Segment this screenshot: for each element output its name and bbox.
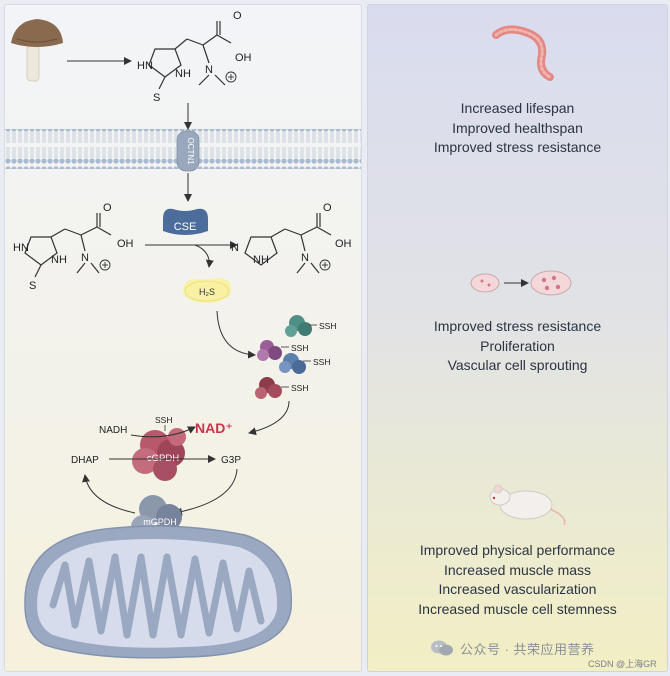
atom-oh-3: OH — [335, 238, 352, 250]
atom-n-4: N — [301, 252, 309, 264]
mouse-outcome-2: Increased muscle mass — [443, 561, 592, 578]
cse-enzyme: CSE — [163, 208, 208, 235]
cell-outcomes: Improved stress resistance Proliferation… — [368, 317, 667, 376]
worm-outcome-3: Improved stress resistance — [433, 139, 602, 155]
mitochondrion-icon — [24, 525, 293, 659]
petri-dish-icon — [470, 270, 572, 296]
worm-outcome-1: Increased lifespan — [460, 100, 575, 116]
hercynine-structure — [244, 213, 332, 274]
atom-nh: NH — [175, 68, 191, 80]
worm-outcomes: Increased lifespan Improved healthspan I… — [368, 99, 667, 158]
worm-outcome-2: Improved healthspan — [452, 119, 583, 136]
mgpdh-label: mGPDH — [143, 517, 177, 527]
atom-n-3: N — [231, 242, 239, 254]
worm-icon — [492, 25, 554, 81]
atom-oh: OH — [235, 52, 252, 64]
watermark-sub: CSDN @上海GR — [588, 659, 657, 669]
organism-illustrations — [470, 25, 572, 526]
protein-maroon-icon — [255, 377, 282, 399]
ssh-tag-3: SSH — [313, 357, 330, 367]
protein-purple-icon — [257, 340, 282, 361]
nad-label: NAD⁺ — [195, 420, 233, 436]
octn1-label: OCTN1 — [186, 137, 195, 165]
atom-n: N — [205, 64, 213, 76]
cell-outcome-3: Vascular cell sprouting — [447, 357, 588, 373]
protein-teal-icon — [285, 315, 312, 337]
atom-hn-2: HN — [13, 242, 29, 254]
mechanism-panel: HN NH S O OH N OCTN1 CSE HN NH S O OH N — [4, 4, 362, 672]
mushroom-icon — [11, 19, 63, 82]
cell-outcome-1: Improved stress resistance — [433, 318, 602, 334]
atom-oh-2: OH — [117, 238, 134, 250]
octn1-transporter: OCTN1 — [176, 130, 200, 172]
mouse-icon — [489, 484, 566, 526]
h2s-label: H₂S — [199, 287, 215, 297]
mouse-outcome-4: Increased muscle cell stemness — [418, 600, 617, 617]
ssh-tag-2: SSH — [291, 343, 308, 353]
atom-hn: HN — [137, 60, 153, 72]
cgpdh-ssh: SSH — [155, 415, 172, 425]
ssh-tag-4: SSH — [291, 383, 308, 393]
cgpdh-enzyme: cGPDH — [132, 428, 186, 481]
watermark: 公众号 · 共荣应用营养 — [430, 637, 660, 659]
dhap-label: DHAP — [71, 455, 99, 466]
atom-o-3: O — [323, 202, 332, 214]
cse-label: CSE — [174, 221, 197, 233]
protein-blue-icon — [279, 353, 306, 374]
h2s-cloud: H₂S — [183, 278, 231, 303]
mouse-outcomes: Improved physical performance Increased … — [368, 541, 667, 619]
atom-n-2: N — [81, 252, 89, 264]
atom-o-2: O — [103, 202, 112, 214]
atom-s-2: S — [29, 280, 36, 292]
ergothioneine-structure — [148, 21, 237, 90]
atom-nh-3: NH — [253, 254, 269, 266]
mouse-outcome-1: Improved physical performance — [419, 542, 616, 558]
mechanism-diagram: HN NH S O OH N OCTN1 CSE HN NH S O OH N — [5, 10, 361, 659]
wechat-icon — [431, 640, 453, 656]
atom-o: O — [233, 10, 242, 22]
atom-s: S — [153, 92, 160, 104]
atom-nh-2: NH — [51, 254, 67, 266]
nadh-label: NADH — [99, 425, 127, 436]
outcomes-panel: Increased lifespan Improved healthspan I… — [367, 4, 668, 672]
cell-outcome-2: Proliferation — [480, 337, 555, 354]
mouse-outcome-3: Increased vascularization — [438, 581, 597, 597]
ssh-tag-1: SSH — [319, 321, 336, 331]
ergothioneine-structure-2 — [24, 213, 112, 278]
watermark-text: 公众号 · 共荣应用营养 — [460, 641, 595, 657]
g3p-label: G3P — [221, 455, 241, 466]
